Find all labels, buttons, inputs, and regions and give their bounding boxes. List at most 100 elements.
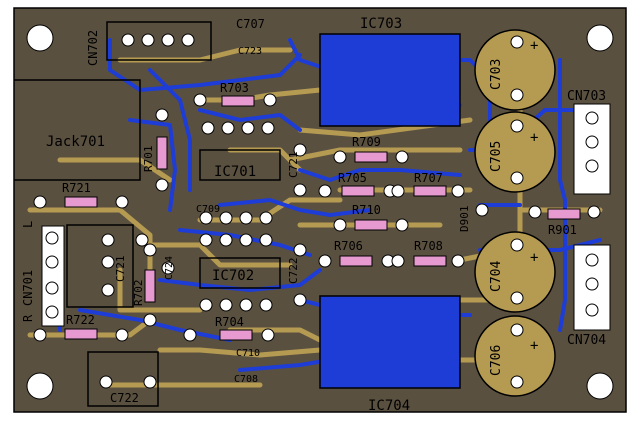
label-ic701: IC701: [214, 164, 256, 180]
label-ic704: IC704: [368, 398, 410, 414]
pad: [219, 211, 233, 225]
pad: [293, 143, 307, 157]
pad: [199, 233, 213, 247]
pad: [183, 328, 197, 342]
pad: [161, 261, 175, 275]
pad: [135, 233, 149, 247]
pad: [101, 283, 115, 297]
label-r705: R705: [338, 171, 367, 185]
pad: [33, 195, 47, 209]
pad: [585, 303, 599, 317]
pad: [33, 328, 47, 342]
pad: [45, 281, 59, 295]
pad: [510, 238, 524, 252]
label-r707: R707: [414, 171, 443, 185]
pad: [585, 159, 599, 173]
label-c703: C703: [489, 59, 504, 90]
label-cn703: CN703: [567, 89, 606, 104]
label-cn701: CN701: [21, 270, 35, 306]
pad: [293, 183, 307, 197]
pad: [318, 184, 332, 198]
resistors: [64, 95, 581, 341]
pad: [221, 121, 235, 135]
mounting-holes: [26, 24, 614, 400]
jack701-outline: [14, 79, 141, 181]
top-copper-traces: [27, 47, 603, 388]
label-r702: R702: [132, 280, 145, 307]
pad: [199, 211, 213, 225]
pad: [333, 218, 347, 232]
pad: [333, 150, 347, 164]
svg-text:+: +: [530, 338, 538, 354]
electrolytic-capacitors: [474, 29, 556, 397]
label-c709: C709: [196, 204, 220, 215]
pad: [121, 33, 135, 47]
label-ic703: IC703: [360, 16, 402, 32]
pad: [239, 211, 253, 225]
label-c724: C724: [164, 256, 175, 280]
label-ic702: IC702: [212, 268, 254, 284]
svg-text:+: +: [530, 130, 538, 146]
pad: [528, 205, 542, 219]
pad: [45, 231, 59, 245]
pad: [510, 323, 524, 337]
through-hole-pads: [33, 33, 601, 389]
ic-copper-pads: [320, 34, 460, 388]
pad: [510, 88, 524, 102]
pad: [451, 184, 465, 198]
label-r704: R704: [215, 315, 244, 329]
pad: [161, 33, 175, 47]
pad: [45, 255, 59, 269]
pad: [587, 205, 601, 219]
svg-text:+: +: [530, 38, 538, 54]
pad: [259, 298, 273, 312]
label-r722: R722: [66, 313, 95, 327]
pad: [259, 211, 273, 225]
capacitor-polarity-marks: + + + +: [530, 38, 538, 354]
pad: [219, 298, 233, 312]
pad: [101, 233, 115, 247]
pad: [585, 111, 599, 125]
pad: [115, 195, 129, 209]
pad: [510, 375, 524, 389]
pad: [510, 35, 524, 49]
pad: [510, 171, 524, 185]
pad: [143, 375, 157, 389]
label-c722b: C722: [110, 391, 139, 405]
pad: [115, 328, 129, 342]
pad: [395, 218, 409, 232]
label-r706: R706: [334, 239, 363, 253]
pad: [318, 254, 332, 268]
label-l-mark: L: [21, 221, 35, 228]
silk-labels: CN702 C707 C723 IC703 C703 CN703 R703 Ja…: [21, 16, 606, 414]
label-c722a: C722: [287, 258, 300, 285]
ic-outlines: [66, 21, 461, 407]
pad: [181, 33, 195, 47]
label-r701: R701: [142, 146, 155, 173]
pad: [241, 121, 255, 135]
label-r708: R708: [414, 239, 443, 253]
pad: [585, 253, 599, 267]
pad: [239, 298, 253, 312]
pad: [101, 255, 115, 269]
label-c707: C707: [236, 17, 265, 31]
pad: [193, 93, 207, 107]
pad: [99, 375, 113, 389]
pad: [143, 313, 157, 327]
label-r-mark: R: [21, 314, 35, 322]
pad: [391, 254, 405, 268]
label-c721: C721: [287, 152, 300, 179]
pad: [155, 178, 169, 192]
pad: [510, 291, 524, 305]
label-c706: C706: [489, 345, 504, 376]
label-c704: C704: [489, 261, 504, 292]
pad: [475, 203, 489, 217]
pad: [395, 150, 409, 164]
pad: [219, 233, 233, 247]
pad: [199, 298, 213, 312]
pad: [261, 328, 275, 342]
label-c705: C705: [489, 141, 504, 172]
label-cn704: CN704: [567, 333, 606, 348]
label-r710: R710: [352, 203, 381, 217]
pad: [155, 108, 169, 122]
